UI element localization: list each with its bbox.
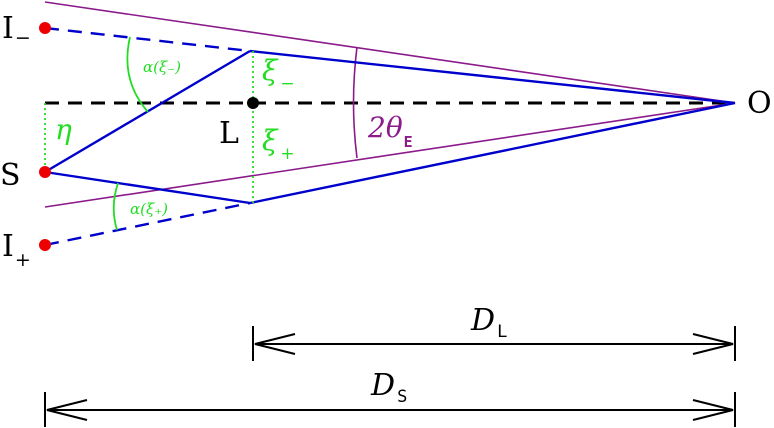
ray-lens-minus-to-observer: [249, 49, 736, 105]
alpha-plus-arc: [112, 182, 119, 231]
einstein-angle-label: 2θE: [367, 111, 413, 151]
virtual-ray-image-minus: [44, 26, 251, 53]
eta-label: η: [55, 113, 72, 146]
image-minus-label: I−: [2, 11, 31, 49]
alpha-minus-label: α(ξ₋): [143, 58, 181, 76]
ray-source-to-lens-plus: [44, 170, 251, 205]
dl-arrowhead-right: [692, 333, 734, 355]
ds-arrowhead-left: [46, 399, 88, 421]
einstein-cone-upper: [44, 1, 736, 104]
xi-plus-label: ξ+: [262, 124, 295, 164]
alpha-minus-arc: [126, 36, 149, 113]
image-plus-label: I+: [2, 229, 31, 271]
lens-point: [247, 97, 259, 109]
image-minus-point: [39, 22, 51, 34]
ray-lens-plus-to-observer: [249, 101, 736, 205]
dl-arrowhead-left: [254, 333, 296, 355]
source-label: S: [0, 158, 21, 193]
xi-minus-label: ξ−: [262, 54, 295, 94]
virtual-ray-image-plus: [44, 201, 251, 247]
alpha-plus-label: α(ξ₊): [130, 200, 168, 218]
lens-label: L: [219, 116, 239, 151]
einstein-angle-arc: [352, 46, 358, 159]
ds-arrowhead-right: [692, 399, 734, 421]
source-point: [39, 166, 51, 178]
image-plus-point: [39, 239, 51, 251]
observer-label: O: [747, 86, 772, 121]
